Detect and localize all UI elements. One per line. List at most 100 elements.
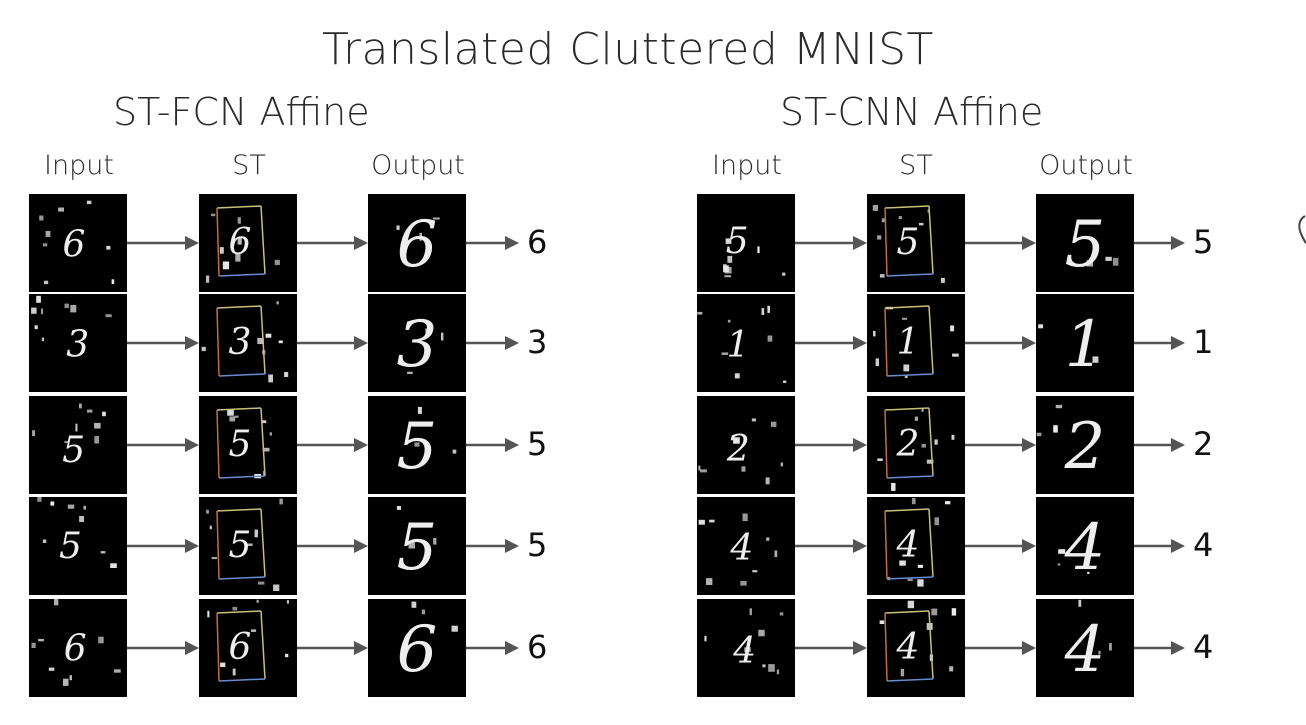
clutter-fragment	[45, 230, 51, 237]
panel-title: ST-FCN Affine	[113, 90, 370, 134]
clutter-fragment	[396, 225, 400, 230]
clutter-fragment	[273, 584, 280, 591]
clutter-fragment	[899, 560, 906, 566]
column-header: Input	[44, 150, 114, 181]
clutter-fragment	[952, 353, 959, 357]
st-image: 6	[199, 194, 297, 292]
clutter-fragment	[727, 319, 731, 323]
clutter-fragment	[54, 599, 59, 606]
clutter-fragment	[441, 332, 444, 341]
clutter-fragment	[1053, 425, 1058, 433]
clutter-fragment	[891, 483, 896, 491]
digit-glyph: 5	[1065, 208, 1106, 282]
column-header: Input	[712, 150, 782, 181]
clutter-fragment	[285, 653, 289, 658]
flow-arrow	[466, 438, 519, 452]
clutter-fragment	[1058, 549, 1066, 554]
column-header: ST	[899, 150, 933, 181]
st-image-image: 4	[879, 600, 957, 682]
clutter-fragment	[1036, 432, 1042, 437]
clutter-fragment	[87, 409, 93, 413]
clutter-fragment	[211, 557, 218, 560]
clutter-fragment	[697, 311, 703, 315]
flow-arrow	[965, 539, 1036, 553]
classification-result: 1	[1193, 323, 1214, 361]
st-image-image: 3	[201, 301, 289, 383]
clutter-fragment	[32, 430, 35, 437]
flow-arrow	[297, 641, 368, 655]
clutter-fragment	[110, 563, 117, 568]
digit-glyph: 4	[896, 525, 920, 566]
edge-fragment	[1298, 215, 1306, 244]
clutter-fragment	[396, 506, 401, 510]
st-image: 5	[199, 497, 297, 595]
flow-arrow	[1134, 336, 1185, 350]
clutter-fragment	[69, 675, 72, 681]
clutter-fragment	[780, 462, 784, 467]
st-image: 5	[867, 194, 965, 292]
digit-glyph: 1	[897, 322, 920, 363]
flow-arrow	[127, 438, 199, 452]
flow-arrow	[127, 336, 199, 350]
st-image-image: 6	[206, 205, 280, 283]
clutter-fragment	[75, 423, 78, 432]
clutter-fragment	[723, 265, 729, 273]
output-image: 3	[368, 294, 466, 392]
clutter-fragment	[1087, 571, 1090, 574]
classification-result: 2	[1193, 425, 1214, 463]
clutter-fragment	[265, 333, 272, 338]
clutter-fragment	[873, 330, 876, 337]
digit-glyph: 6	[62, 224, 85, 265]
clutter-fragment	[911, 498, 916, 505]
flow-arrow	[965, 336, 1036, 350]
clutter-fragment	[407, 371, 413, 374]
output-image-image: 1	[1038, 308, 1105, 382]
clutter-fragment	[64, 440, 69, 444]
output-image-image: 5	[1065, 208, 1119, 282]
clutter-fragment	[261, 420, 267, 424]
page-title: Translated Cluttered MNIST	[322, 24, 934, 75]
output-image: 5	[1036, 194, 1134, 292]
flow-arrow	[1134, 438, 1185, 452]
clutter-fragment	[721, 352, 729, 355]
clutter-fragment	[917, 579, 924, 587]
clutter-fragment	[269, 432, 272, 436]
transform-box	[216, 407, 266, 479]
flow-arrow	[127, 236, 199, 250]
flow-arrow	[297, 336, 368, 350]
clutter-fragment	[432, 217, 440, 220]
clutter-fragment	[220, 662, 226, 667]
clutter-fragment	[770, 421, 777, 427]
clutter-fragment	[951, 608, 957, 616]
clutter-fragment	[767, 335, 773, 342]
clutter-fragment	[725, 238, 732, 244]
digit-glyph: 5	[229, 525, 252, 566]
clutter-fragment	[1057, 563, 1061, 566]
clutter-fragment	[779, 612, 784, 616]
output-image: 5	[368, 497, 466, 595]
clutter-fragment	[257, 337, 264, 344]
digit-glyph: 5	[62, 430, 85, 471]
clutter-fragment	[757, 246, 760, 254]
output-image-image: 3	[397, 308, 444, 382]
output-image-image: 5	[396, 506, 437, 585]
clutter-fragment	[881, 218, 887, 223]
flow-arrow	[965, 438, 1036, 452]
clutter-fragment	[209, 525, 212, 530]
input-image-image: 6	[31, 599, 121, 686]
transform-box	[884, 508, 934, 580]
classification-result: 3	[527, 323, 548, 361]
digit-glyph: 5	[59, 526, 82, 567]
transform-box	[884, 305, 934, 377]
clutter-fragment	[1055, 404, 1063, 409]
input-image-image: 3	[31, 295, 112, 366]
input-image-image: 5	[32, 403, 106, 471]
clutter-fragment	[727, 255, 733, 263]
clutter-fragment	[106, 245, 111, 250]
clutter-fragment	[1038, 324, 1044, 329]
clutter-fragment	[42, 539, 47, 543]
clutter-fragment	[98, 636, 104, 644]
clutter-fragment	[105, 314, 112, 318]
clutter-fragment	[767, 305, 770, 313]
flow-arrow	[965, 641, 1036, 655]
